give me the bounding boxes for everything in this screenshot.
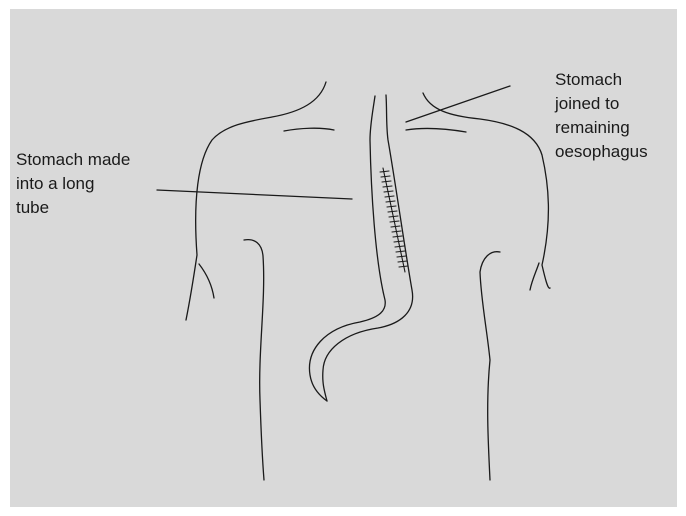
left-torso-outline: [244, 240, 264, 480]
label-line: Stomach made: [16, 148, 130, 172]
right-shoulder-blade: [406, 129, 466, 132]
label-line: oesophagus: [555, 140, 648, 164]
left-shoulder-blade: [284, 128, 334, 131]
label-line: into a long: [16, 172, 130, 196]
label-stomach-made-into-tube: Stomach made into a long tube: [16, 148, 130, 220]
label-line: joined to: [555, 92, 648, 116]
stomach-tube-outer-wall: [309, 96, 385, 401]
leader-line-stomach-tube: [157, 190, 352, 199]
label-line: tube: [16, 196, 130, 220]
left-neck-shoulder-outline: [186, 82, 326, 320]
leader-line-stomach-joined: [406, 86, 510, 122]
right-torso-outline: [480, 252, 500, 480]
label-line: Stomach: [555, 68, 648, 92]
label-line: remaining: [555, 116, 648, 140]
left-arm-inner-outline: [199, 264, 214, 298]
label-stomach-joined-to-oesophagus: Stomach joined to remaining oesophagus: [555, 68, 648, 164]
stomach-tube-inner-wall: [323, 95, 413, 401]
right-neck-shoulder-outline: [423, 93, 550, 288]
right-arm-inner-outline: [530, 263, 539, 290]
